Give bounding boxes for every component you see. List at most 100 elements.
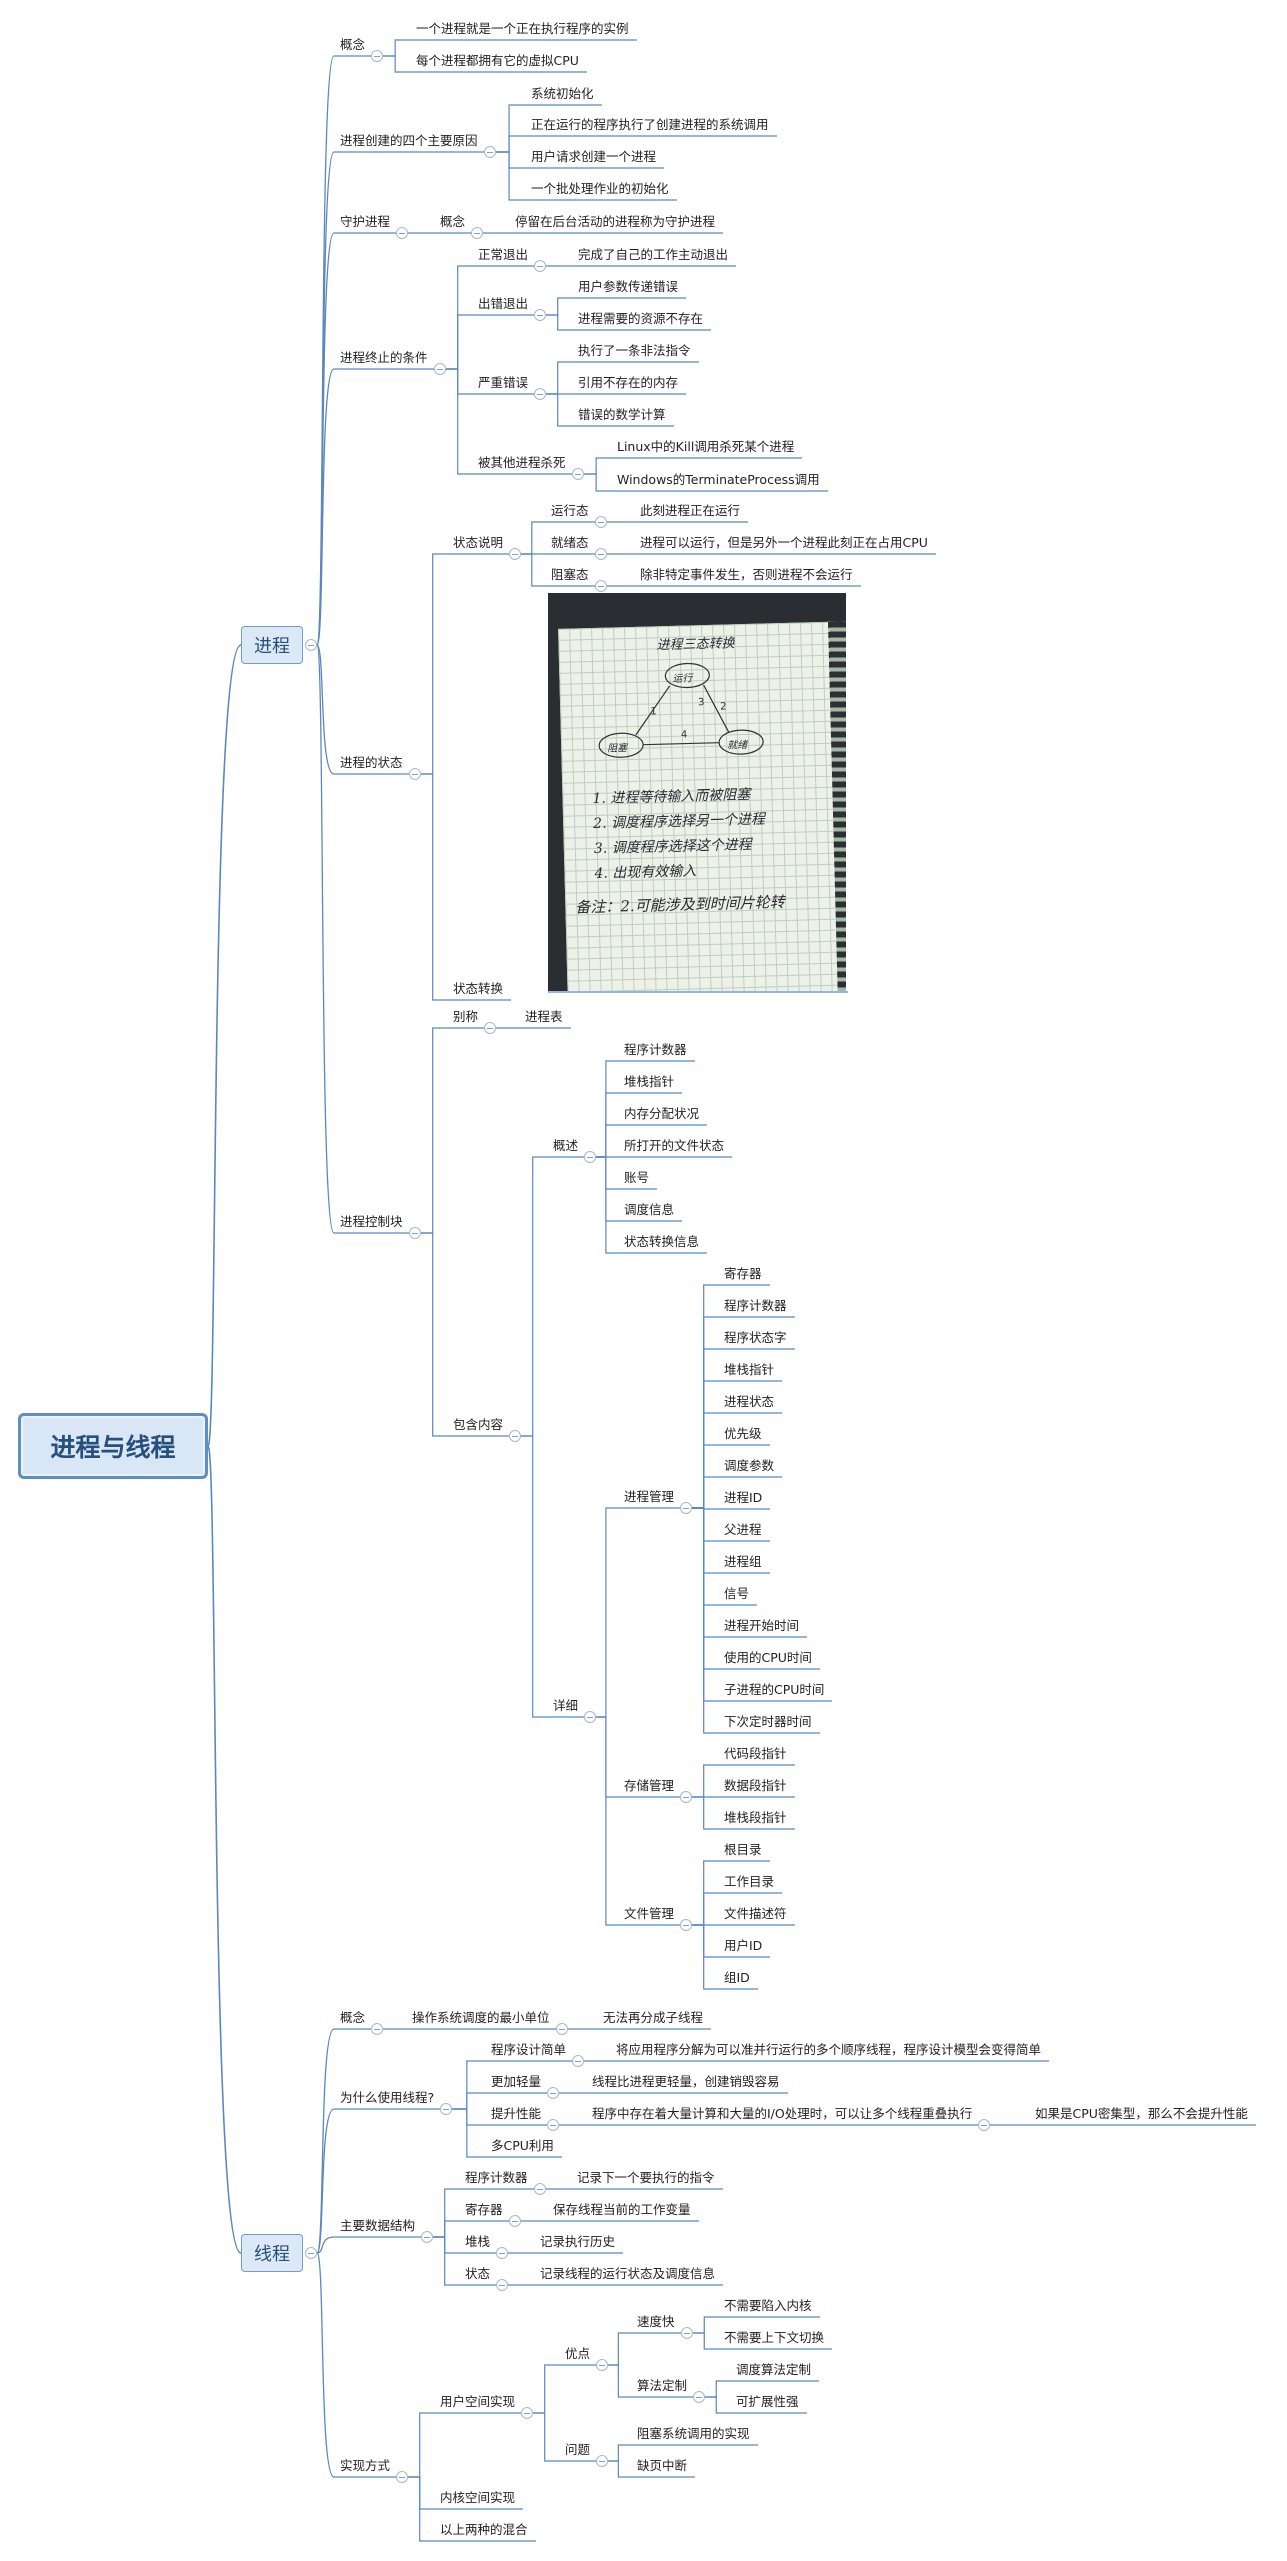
pcb-content-collapse-icon[interactable] bbox=[509, 1430, 521, 1442]
data-4-text: 记录线程的运行状态及调度信息 bbox=[540, 2266, 716, 2281]
data-3[interactable]: 堆栈 bbox=[465, 2234, 491, 2249]
process-pcb-collapse-icon[interactable] bbox=[409, 1227, 421, 1239]
thread-concept-sub[interactable]: 操作系统调度的最小单位 bbox=[412, 2010, 550, 2025]
term-killed[interactable]: 被其他进程杀死 bbox=[478, 455, 566, 470]
pros-custom-collapse-icon[interactable] bbox=[693, 2391, 705, 2403]
why-3-text-collapse-icon[interactable] bbox=[978, 2119, 990, 2131]
thread-impl-collapse-icon[interactable] bbox=[396, 2471, 408, 2483]
states-transition[interactable]: 状态转换 bbox=[453, 981, 504, 996]
daemon-concept[interactable]: 概念 bbox=[440, 214, 466, 229]
process-states-collapse-icon[interactable] bbox=[409, 768, 421, 780]
pm-item-1: 寄存器 bbox=[724, 1266, 762, 1281]
data-1[interactable]: 程序计数器 bbox=[465, 2170, 528, 2185]
term-normal[interactable]: 正常退出 bbox=[478, 247, 529, 262]
pcb-overview-collapse-icon[interactable] bbox=[584, 1151, 596, 1163]
node-thread-collapse-icon[interactable] bbox=[305, 2247, 317, 2259]
pm-item-6: 优先级 bbox=[724, 1426, 762, 1441]
term-error[interactable]: 出错退出 bbox=[478, 296, 529, 311]
why-3[interactable]: 提升性能 bbox=[491, 2106, 542, 2121]
thread-data-collapse-icon[interactable] bbox=[421, 2231, 433, 2243]
term-killed-collapse-icon[interactable] bbox=[572, 468, 584, 480]
pros-fast[interactable]: 速度快 bbox=[637, 2314, 675, 2329]
why-2-collapse-icon[interactable] bbox=[547, 2087, 559, 2099]
detail-storage-mgmt-collapse-icon[interactable] bbox=[680, 1791, 692, 1803]
pcb-detail[interactable]: 详细 bbox=[553, 1698, 579, 1713]
why-1[interactable]: 程序设计简单 bbox=[491, 2042, 567, 2057]
daemon-concept-text: 停留在后台活动的进程称为守护进程 bbox=[515, 214, 716, 229]
term-normal-collapse-icon[interactable] bbox=[534, 260, 546, 272]
state-blocked[interactable]: 阻塞态 bbox=[551, 567, 589, 582]
pcb-detail-collapse-icon[interactable] bbox=[584, 1711, 596, 1723]
svg-text:4: 4 bbox=[681, 730, 688, 741]
process-concept[interactable]: 概念 bbox=[340, 37, 366, 52]
daemon-concept-collapse-icon[interactable] bbox=[471, 227, 483, 239]
process-pcb[interactable]: 进程控制块 bbox=[340, 1214, 403, 1229]
process-creation[interactable]: 进程创建的四个主要原因 bbox=[340, 133, 478, 148]
data-2[interactable]: 寄存器 bbox=[465, 2202, 503, 2217]
process-termination-collapse-icon[interactable] bbox=[434, 363, 446, 375]
node-thread[interactable]: 线程 bbox=[241, 2234, 303, 2272]
node-process[interactable]: 进程 bbox=[241, 626, 303, 664]
fast-item-1: 不需要陷入内核 bbox=[724, 2298, 812, 2313]
state-blocked-collapse-icon[interactable] bbox=[595, 580, 607, 592]
impl-pros-collapse-icon[interactable] bbox=[596, 2359, 608, 2371]
custom-item-2: 可扩展性强 bbox=[736, 2394, 799, 2409]
thread-concept-collapse-icon[interactable] bbox=[371, 2023, 383, 2035]
fm-item-1: 根目录 bbox=[724, 1842, 762, 1857]
process-creation-collapse-icon[interactable] bbox=[484, 146, 496, 158]
why-3-collapse-icon[interactable] bbox=[547, 2119, 559, 2131]
data-4[interactable]: 状态 bbox=[465, 2266, 491, 2281]
impl-cons[interactable]: 问题 bbox=[565, 2442, 591, 2457]
pros-custom[interactable]: 算法定制 bbox=[637, 2378, 688, 2393]
data-2-collapse-icon[interactable] bbox=[509, 2215, 521, 2227]
thread-concept-sub-collapse-icon[interactable] bbox=[556, 2023, 568, 2035]
state-ready[interactable]: 就绪态 bbox=[551, 535, 589, 550]
why-2[interactable]: 更加轻量 bbox=[491, 2074, 542, 2089]
why-3-text[interactable]: 程序中存在着大量计算和大量的I/O处理时，可以让多个线程重叠执行 bbox=[592, 2106, 973, 2121]
impl-cons-collapse-icon[interactable] bbox=[596, 2455, 608, 2467]
thread-why-collapse-icon[interactable] bbox=[440, 2103, 452, 2115]
impl-user-collapse-icon[interactable] bbox=[521, 2407, 533, 2419]
term-error-item-2: 进程需要的资源不存在 bbox=[578, 311, 704, 326]
pcb-content[interactable]: 包含内容 bbox=[453, 1417, 504, 1432]
detail-process-mgmt-collapse-icon[interactable] bbox=[680, 1502, 692, 1514]
term-fatal-item-1: 执行了一条非法指令 bbox=[578, 343, 691, 358]
term-error-collapse-icon[interactable] bbox=[534, 309, 546, 321]
thread-concept[interactable]: 概念 bbox=[340, 2010, 366, 2025]
process-daemon-collapse-icon[interactable] bbox=[396, 227, 408, 239]
process-termination[interactable]: 进程终止的条件 bbox=[340, 350, 428, 365]
detail-process-mgmt[interactable]: 进程管理 bbox=[624, 1489, 675, 1504]
why-1-collapse-icon[interactable] bbox=[572, 2055, 584, 2067]
impl-pros[interactable]: 优点 bbox=[565, 2346, 591, 2361]
process-daemon[interactable]: 守护进程 bbox=[340, 214, 391, 229]
state-ready-collapse-icon[interactable] bbox=[595, 548, 607, 560]
pcb-alias[interactable]: 别称 bbox=[453, 1009, 479, 1024]
pcb-alias-collapse-icon[interactable] bbox=[484, 1022, 496, 1034]
data-3-collapse-icon[interactable] bbox=[496, 2247, 508, 2259]
thread-why[interactable]: 为什么使用线程? bbox=[340, 2090, 435, 2105]
states-desc-collapse-icon[interactable] bbox=[509, 548, 521, 560]
detail-file-mgmt[interactable]: 文件管理 bbox=[624, 1906, 675, 1921]
data-1-collapse-icon[interactable] bbox=[534, 2183, 546, 2195]
impl-user[interactable]: 用户空间实现 bbox=[440, 2394, 516, 2409]
data-4-collapse-icon[interactable] bbox=[496, 2279, 508, 2291]
root-node[interactable]: 进程与线程 bbox=[18, 1413, 208, 1479]
states-desc[interactable]: 状态说明 bbox=[453, 535, 504, 550]
detail-file-mgmt-collapse-icon[interactable] bbox=[680, 1919, 692, 1931]
photo-title: 进程三态转换 bbox=[656, 636, 735, 654]
process-concept-collapse-icon[interactable] bbox=[371, 50, 383, 62]
term-fatal-collapse-icon[interactable] bbox=[534, 388, 546, 400]
node-process-collapse-icon[interactable] bbox=[305, 639, 317, 651]
term-killed-item-1: Linux中的Kill调用杀死某个进程 bbox=[617, 439, 795, 454]
term-fatal[interactable]: 严重错误 bbox=[478, 375, 529, 390]
thread-impl[interactable]: 实现方式 bbox=[340, 2458, 391, 2473]
pros-fast-collapse-icon[interactable] bbox=[681, 2327, 693, 2339]
detail-storage-mgmt[interactable]: 存储管理 bbox=[624, 1778, 675, 1793]
state-running[interactable]: 运行态 bbox=[551, 503, 589, 518]
pcb-overview[interactable]: 概述 bbox=[553, 1138, 579, 1153]
thread-data[interactable]: 主要数据结构 bbox=[340, 2218, 416, 2233]
thread-concept-sub2: 无法再分成子线程 bbox=[603, 2010, 704, 2025]
process-states[interactable]: 进程的状态 bbox=[340, 755, 403, 770]
state-running-collapse-icon[interactable] bbox=[595, 516, 607, 528]
